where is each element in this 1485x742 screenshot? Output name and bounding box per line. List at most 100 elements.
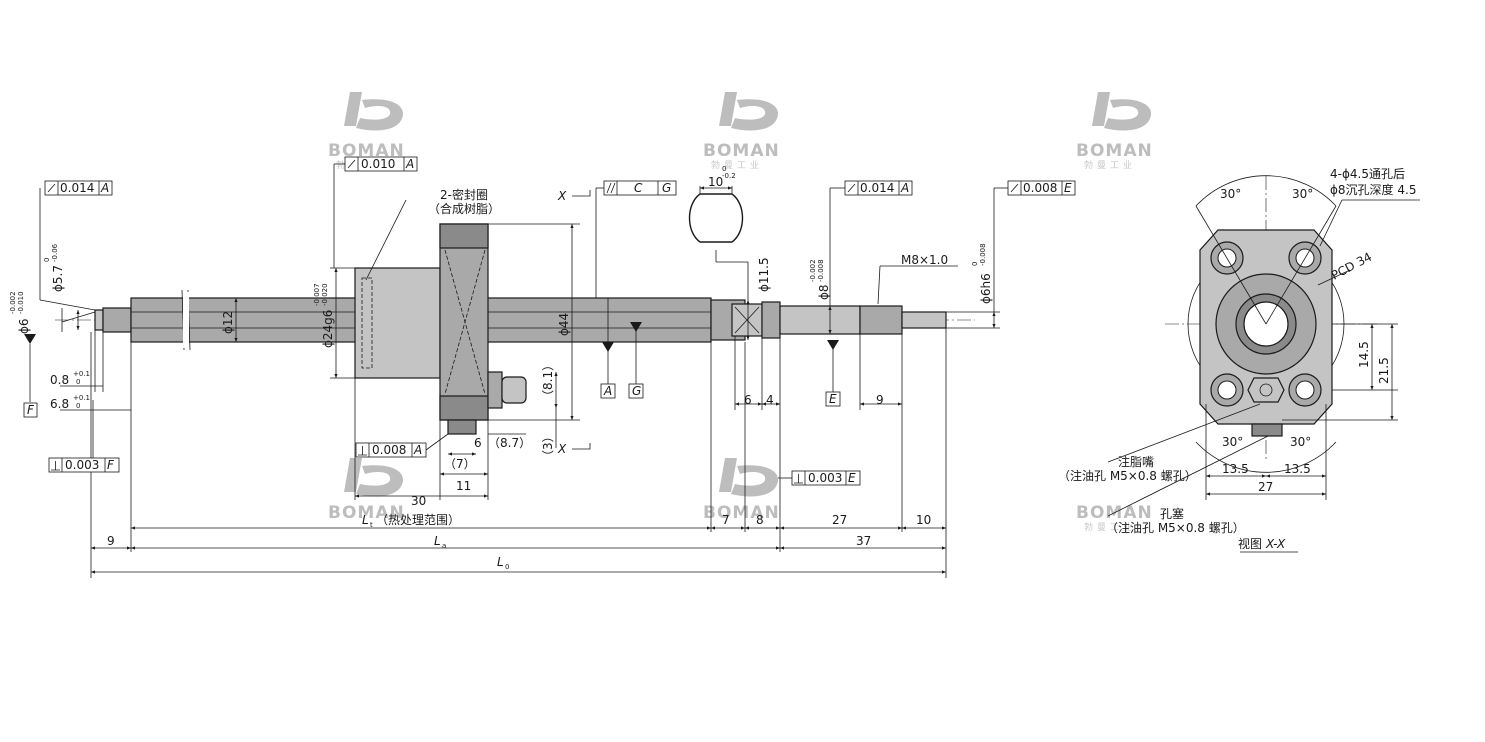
datum-triangle-icon (827, 340, 839, 350)
svg-text:0.003: 0.003 (65, 458, 99, 472)
grease-nipple-head (501, 376, 527, 404)
watermark-brand: BOMAN (328, 503, 405, 523)
dim-n81: （8.1） (541, 359, 555, 402)
svg-text:+0.1: +0.1 (73, 394, 90, 402)
svg-text:A: A (603, 384, 612, 398)
dim-n27: 27 (832, 513, 847, 527)
holes-label-2: ϕ8沉孔深度 4.5 (1330, 182, 1416, 197)
flat-section-view (688, 186, 744, 243)
svg-text:0: 0 (971, 262, 979, 266)
svg-text:A: A (100, 181, 109, 195)
runout-icon (347, 159, 356, 169)
dim-w135a: 13.5 (1222, 462, 1249, 476)
dim-n8: 8 (756, 513, 764, 527)
end-view (1107, 175, 1420, 553)
datum-box-f: F (23, 402, 38, 418)
svg-text:A: A (900, 181, 909, 195)
drive-end (901, 311, 947, 329)
labels: 2-密封圈 （合成树脂） X X M8×1.0 L t （热处理范围） L a … (362, 167, 1416, 571)
perpendicular-icon (51, 461, 60, 471)
runout-icon (847, 183, 856, 193)
tolerance-frame-mid: 0.003 E (791, 470, 861, 486)
plug-label-1: 孔塞 (1160, 506, 1184, 521)
dim-d6h6: ϕ6h6 (979, 273, 993, 304)
svg-text:F: F (27, 403, 35, 417)
svg-text:-0.002: -0.002 (9, 291, 17, 314)
dim-n87: （8.7） (488, 436, 531, 450)
svg-text:0: 0 (76, 378, 80, 386)
dim-d44: ϕ44 (557, 313, 571, 336)
watermark-4: BOMAN (328, 458, 405, 523)
view-x-label: X-X (1265, 537, 1286, 551)
datum-box-e: E (825, 391, 841, 407)
lt-label: L (362, 513, 369, 527)
dim-n11: 11 (456, 479, 471, 493)
svg-text:-0.007: -0.007 (313, 283, 321, 306)
nut-flange (439, 223, 489, 421)
dim-g68: 6.8 (50, 397, 69, 411)
support-journal (779, 305, 861, 335)
main-dimensions (24, 164, 1000, 578)
nut-body (354, 267, 441, 379)
watermark-5: BOMAN (703, 458, 780, 523)
watermark-sub: 勃曼工业 (1084, 159, 1136, 171)
svg-text:+0.1: +0.1 (73, 370, 90, 378)
flat-outline (688, 193, 744, 243)
view-label: 视图 (1238, 536, 1262, 551)
svg-text:F: F (107, 458, 115, 472)
watermark-brand: BOMAN (328, 141, 405, 161)
runout-icon (47, 183, 56, 193)
dim-d24: ϕ24g6 (321, 310, 335, 348)
tolerance-frame-left: 0.014 A (44, 180, 113, 196)
seal-hidden (361, 277, 373, 369)
dim-h215: 21.5 (1377, 357, 1391, 384)
dim-d8: ϕ8 (817, 284, 831, 300)
watermark-sub: 勃曼工业 (711, 159, 763, 171)
svg-text:-0.020: -0.020 (321, 283, 329, 306)
logo-mark-icon (344, 92, 404, 131)
seal-label: 2-密封圈 (440, 187, 488, 202)
tolerance-frame-right: 0.014 A (830, 180, 913, 196)
svg-text:0.010: 0.010 (361, 157, 395, 171)
grease-nipple-body (487, 371, 503, 409)
datum-box-a: A (600, 383, 616, 399)
grease-label-2: （注油孔 M5×0.8 螺孔） (1058, 468, 1197, 483)
dim-d57: ϕ5.7 (51, 265, 65, 292)
datum-triangle-icon (24, 334, 36, 344)
thread-section (859, 305, 903, 335)
tolerance-frame-parallel: C G (596, 180, 677, 196)
dim-n6: 6 (474, 436, 482, 450)
svg-text:E: E (829, 392, 837, 406)
la-label: L (434, 534, 441, 548)
logo-mark-icon (1092, 92, 1152, 131)
logo-mark-icon (344, 458, 404, 497)
dim-w135b: 13.5 (1284, 462, 1311, 476)
svg-text:A: A (405, 157, 414, 171)
main-shaft-view (55, 223, 975, 435)
svg-text:0: 0 (76, 402, 80, 410)
svg-text:0: 0 (43, 258, 51, 262)
lo-label: L (497, 555, 504, 569)
svg-text:-0.002: -0.002 (809, 259, 817, 282)
svg-text:0: 0 (722, 165, 726, 173)
perpendicular-icon (794, 474, 803, 484)
svg-text:0: 0 (505, 563, 509, 571)
svg-text:C: C (634, 181, 643, 195)
tolerance-frame-shaft: 0.010 A (334, 156, 418, 172)
watermark-brand: BOMAN (703, 141, 780, 161)
svg-text:-0.008: -0.008 (979, 243, 987, 266)
end-plug (1251, 423, 1283, 437)
svg-text:0.003: 0.003 (808, 471, 842, 485)
dim-n4: 4 (766, 393, 774, 407)
left-bearing-journal (102, 307, 132, 333)
parallel-icon (606, 182, 616, 194)
svg-text:t: t (370, 521, 373, 529)
seal-sub-label: （合成树脂） (428, 201, 500, 216)
dim-w27: 27 (1258, 480, 1273, 494)
svg-text:-0.008: -0.008 (817, 259, 825, 282)
dim-h145: 14.5 (1357, 341, 1371, 368)
watermark-brand: BOMAN (703, 503, 780, 523)
watermark-2: BOMAN 勃曼工业 (703, 92, 780, 171)
dim-n37: 37 (856, 534, 871, 548)
